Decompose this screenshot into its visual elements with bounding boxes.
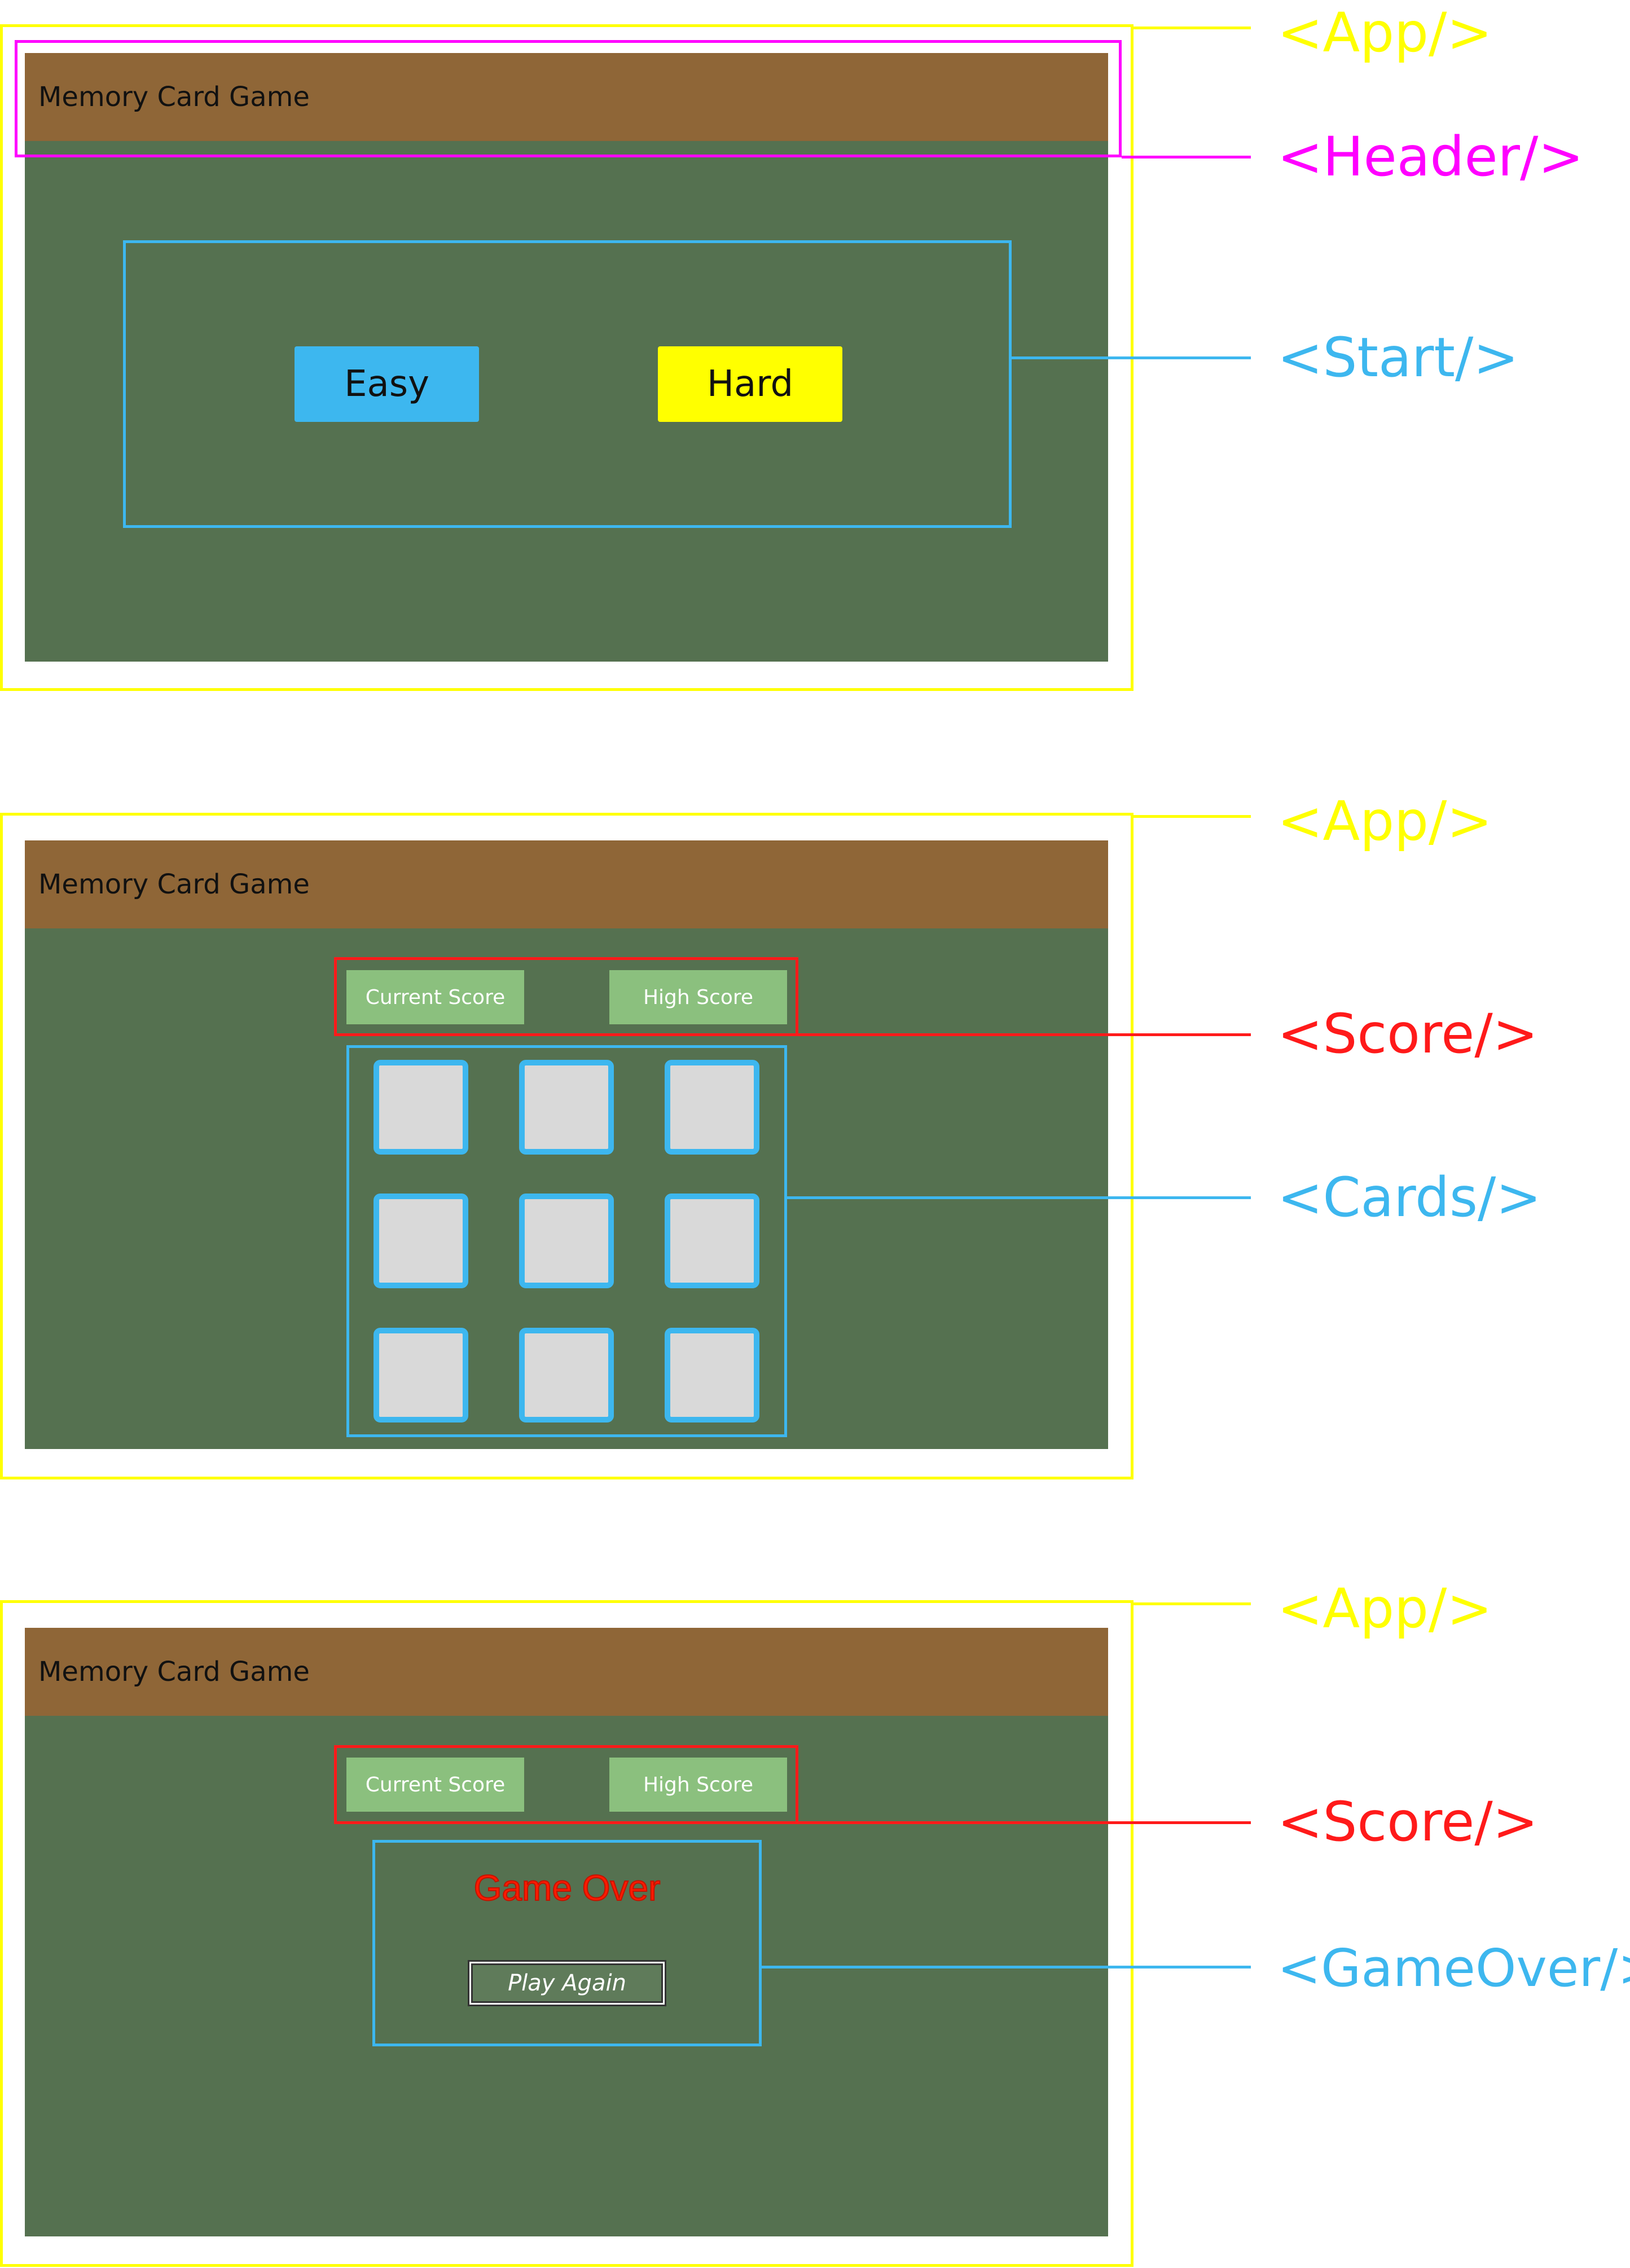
- header-bar: Memory Card Game: [25, 840, 1108, 928]
- game-over-leader-line: [762, 1966, 1251, 1968]
- game-over-heading: Game Over: [473, 1867, 661, 1909]
- game-over-component-outline: [372, 1840, 762, 2046]
- app-frame-game-screen: [0, 813, 1133, 1479]
- current-score-box: Current Score: [346, 1758, 524, 1812]
- card-3-3[interactable]: [665, 1328, 759, 1423]
- app-frame-game-over-screen: [0, 1600, 1133, 2267]
- score-leader-line: [798, 1033, 1251, 1036]
- play-again-button[interactable]: Play Again: [469, 1962, 665, 2005]
- header-bar: Memory Card Game: [25, 53, 1108, 141]
- card-3-1[interactable]: [374, 1328, 468, 1423]
- start-component-label: <Start/>: [1277, 326, 1519, 389]
- game-panel-start-screen: [25, 53, 1108, 662]
- score-component-outline: [334, 957, 798, 1036]
- high-score-box: High Score: [609, 970, 787, 1024]
- cards-component-outline: [346, 1045, 787, 1437]
- app-component-label: <App/>: [1277, 790, 1492, 853]
- cards-component-label: <Cards/>: [1277, 1166, 1541, 1229]
- score-component-label: <Score/>: [1277, 1790, 1539, 1853]
- current-score-box: Current Score: [346, 970, 524, 1024]
- high-score-box: High Score: [609, 1758, 787, 1812]
- app-component-label: <App/>: [1277, 1577, 1492, 1640]
- header-leader-line: [1122, 156, 1251, 158]
- card-1-3[interactable]: [665, 1060, 759, 1155]
- app-leader-line: [1133, 1602, 1251, 1605]
- app-leader-line: [1133, 27, 1251, 29]
- card-1-1[interactable]: [374, 1060, 468, 1155]
- score-component-outline: [334, 1745, 798, 1824]
- score-component-label: <Score/>: [1277, 1002, 1539, 1065]
- start-component-outline: [123, 240, 1012, 528]
- start-leader-line: [1012, 356, 1251, 359]
- easy-button[interactable]: Easy: [295, 346, 479, 422]
- app-component-label: <App/>: [1277, 1, 1492, 64]
- card-2-2[interactable]: [519, 1194, 614, 1288]
- card-2-1[interactable]: [374, 1194, 468, 1288]
- score-leader-line: [798, 1821, 1251, 1824]
- game-panel-game-over-screen: [25, 1628, 1108, 2236]
- header-component-outline: [15, 40, 1122, 157]
- card-2-3[interactable]: [665, 1194, 759, 1288]
- app-title: Memory Card Game: [38, 81, 310, 113]
- app-leader-line: [1133, 815, 1251, 818]
- card-3-2[interactable]: [519, 1328, 614, 1423]
- card-1-2[interactable]: [519, 1060, 614, 1155]
- app-title: Memory Card Game: [38, 869, 310, 900]
- game-over-component-label: <GameOver/>: [1277, 1938, 1630, 1998]
- cards-leader-line: [787, 1196, 1251, 1199]
- hard-button[interactable]: Hard: [658, 346, 842, 422]
- app-title: Memory Card Game: [38, 1656, 310, 1688]
- header-bar: Memory Card Game: [25, 1628, 1108, 1716]
- header-component-label: <Header/>: [1277, 125, 1584, 188]
